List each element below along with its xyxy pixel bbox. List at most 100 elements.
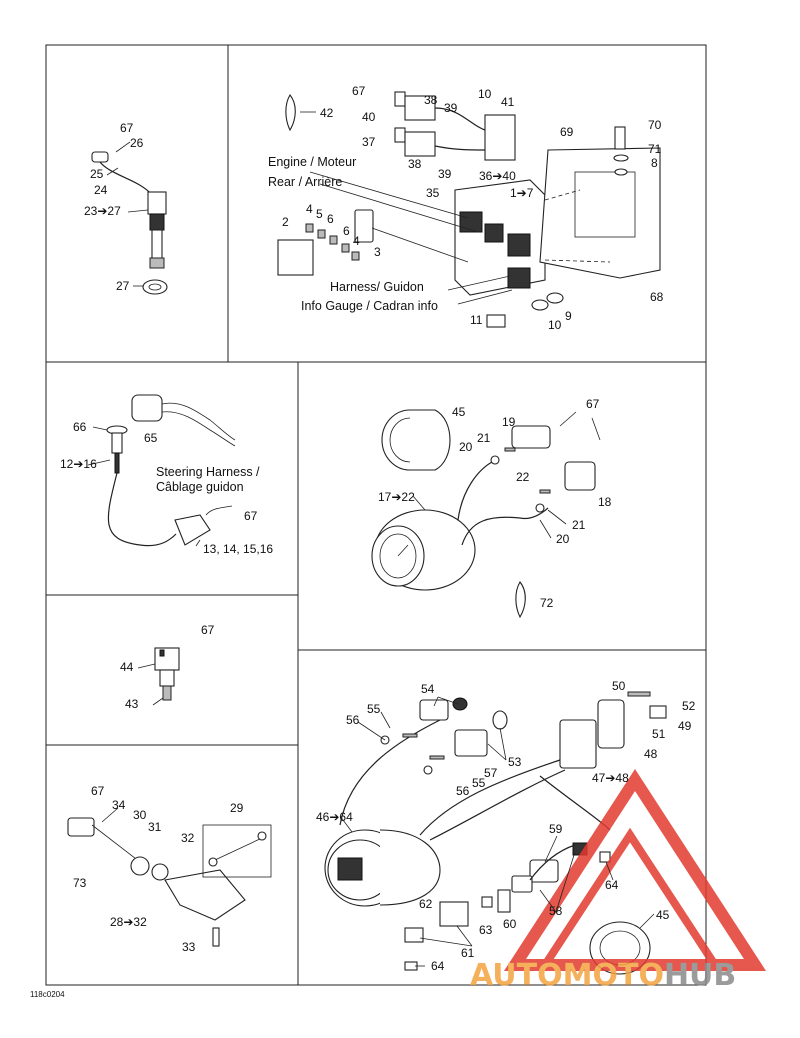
connector-18 bbox=[564, 461, 596, 491]
fuse-box-2 bbox=[277, 239, 314, 276]
label-34: 34 bbox=[112, 798, 126, 812]
note-harness: Harness/ Guidon bbox=[330, 280, 424, 294]
label-11: 11 bbox=[470, 313, 483, 327]
panel-switch-28-34 bbox=[67, 807, 272, 947]
label-67d: 67 bbox=[586, 397, 600, 411]
label-35: 35 bbox=[426, 186, 440, 200]
label-33: 33 bbox=[182, 940, 196, 954]
label-20: 20 bbox=[459, 440, 473, 454]
watermark-text: AUTOMOTOHUB bbox=[470, 958, 736, 993]
connector-38-39b bbox=[404, 131, 436, 157]
label-55: 55 bbox=[367, 702, 381, 716]
label-40: 40 bbox=[362, 110, 376, 124]
clip-11 bbox=[486, 314, 506, 328]
connector-26 bbox=[91, 151, 109, 163]
label-13: 13, 14, 15,16 bbox=[203, 542, 273, 556]
label-53: 53 bbox=[508, 755, 522, 769]
label-66: 66 bbox=[73, 420, 87, 434]
label-46: 46➔64 bbox=[316, 810, 353, 824]
connector-13-16 bbox=[174, 514, 211, 546]
label-32: 32 bbox=[181, 831, 195, 845]
label-73: 73 bbox=[73, 876, 87, 890]
connector-34 bbox=[67, 817, 95, 837]
label-4: 4 bbox=[306, 202, 313, 216]
label-26: 26 bbox=[130, 136, 144, 150]
connector-19 bbox=[511, 425, 551, 449]
label-39b: 39 bbox=[438, 167, 452, 181]
note-steering-1: Steering Harness / bbox=[156, 465, 260, 479]
label-67f: 67 bbox=[91, 784, 105, 798]
socket-62 bbox=[404, 927, 424, 943]
sensor-44 bbox=[154, 647, 180, 671]
label-28: 28➔32 bbox=[110, 915, 147, 929]
sensor-body bbox=[147, 191, 167, 215]
label-38: 38 bbox=[424, 93, 438, 107]
label-3: 3 bbox=[374, 245, 381, 259]
label-59: 59 bbox=[549, 822, 563, 836]
nut-73 bbox=[130, 856, 150, 876]
label-21b: 21 bbox=[572, 518, 586, 532]
label-70: 70 bbox=[648, 118, 662, 132]
label-67b: 67 bbox=[120, 121, 134, 135]
label-48: 48 bbox=[644, 747, 658, 761]
label-50: 50 bbox=[612, 679, 626, 693]
label-41: 41 bbox=[501, 95, 515, 109]
label-21: 21 bbox=[477, 431, 491, 445]
label-71: 71 bbox=[648, 142, 662, 156]
label-27: 27 bbox=[116, 279, 130, 293]
label-10: 10 bbox=[478, 87, 492, 101]
label-8: 8 bbox=[651, 156, 658, 170]
boot-65 bbox=[131, 394, 163, 422]
label-22: 22 bbox=[516, 470, 530, 484]
label-17: 17➔22 bbox=[378, 490, 415, 504]
label-43: 43 bbox=[125, 697, 139, 711]
label-47: 47➔48 bbox=[592, 771, 629, 785]
panel-module-1-7 bbox=[277, 91, 661, 328]
label-44: 44 bbox=[120, 660, 134, 674]
note-info-gauge: Info Gauge / Cadran info bbox=[301, 299, 438, 313]
screw-33 bbox=[212, 927, 220, 947]
label-72: 72 bbox=[540, 596, 554, 610]
doc-ref: 118c0204 bbox=[30, 990, 65, 999]
cover-3 bbox=[354, 209, 374, 243]
label-64b: 64 bbox=[431, 959, 445, 973]
label-6: 6 bbox=[327, 212, 334, 226]
diagram-notes: Engine / Moteur Rear / Arrière Harness/ … bbox=[30, 155, 438, 999]
label-1: 1➔7 bbox=[510, 186, 534, 200]
panel-frames bbox=[45, 44, 707, 986]
label-38b: 38 bbox=[408, 157, 422, 171]
outer-frame bbox=[45, 44, 707, 986]
bracket-28 bbox=[164, 869, 246, 921]
relay-36-40 bbox=[484, 114, 516, 161]
grommet-27 bbox=[142, 279, 168, 295]
label-31: 31 bbox=[148, 820, 162, 834]
watermark-logo: AUTOMOTOHUB bbox=[470, 768, 767, 993]
label-57: 57 bbox=[484, 766, 498, 780]
label-55b: 55 bbox=[472, 776, 486, 790]
tie-42 bbox=[285, 94, 296, 132]
label-67e: 67 bbox=[201, 623, 215, 637]
gauge-housing bbox=[379, 829, 441, 906]
detail-29 bbox=[202, 824, 272, 878]
relay-61 bbox=[439, 901, 469, 927]
label-20b: 20 bbox=[556, 532, 570, 546]
label-42: 42 bbox=[320, 106, 334, 120]
panel-gauge-17-22 bbox=[371, 409, 601, 619]
label-56: 56 bbox=[346, 713, 360, 727]
panel-sensor-12-16 bbox=[87, 394, 236, 547]
label-10b: 10 bbox=[548, 318, 562, 332]
label-45: 45 bbox=[452, 405, 466, 419]
callout-labels: 67 40 38 39 10 41 42 37 38 39 36➔40 69 7… bbox=[60, 84, 696, 973]
bolt-70 bbox=[614, 126, 626, 150]
label-52: 52 bbox=[682, 699, 696, 713]
label-67: 67 bbox=[352, 84, 366, 98]
label-64: 64 bbox=[605, 878, 619, 892]
label-67c: 67 bbox=[244, 509, 258, 523]
label-4b: 4 bbox=[353, 234, 360, 248]
panel-sensor-43-44 bbox=[137, 647, 180, 706]
label-45b: 45 bbox=[656, 908, 670, 922]
label-68: 68 bbox=[650, 290, 664, 304]
leader-lines bbox=[339, 495, 655, 967]
label-63: 63 bbox=[479, 923, 493, 937]
